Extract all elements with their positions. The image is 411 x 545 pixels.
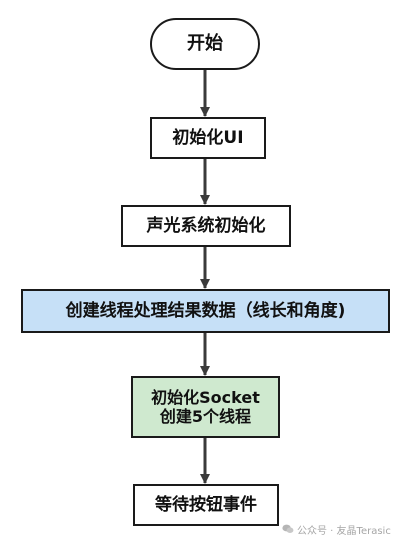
init-socket-step: 初始化Socket 创建5个线程: [131, 376, 280, 438]
watermark: 公众号 · 友晶Terasic: [282, 521, 391, 537]
wechat-icon: [282, 524, 294, 533]
init-ui-label: 初始化UI: [172, 127, 244, 148]
wait-button-event-step: 等待按钮事件: [133, 484, 279, 526]
start-label: 开始: [187, 33, 223, 55]
sound-light-init-step: 声光系统初始化: [121, 205, 291, 247]
watermark-text: 公众号 · 友晶Terasic: [297, 525, 391, 537]
init-ui-step: 初始化UI: [150, 117, 266, 159]
wait-button-event-label: 等待按钮事件: [155, 494, 257, 515]
sound-light-init-label: 声光系统初始化: [146, 215, 266, 236]
init-socket-label-line-1: 初始化Socket: [151, 387, 260, 407]
create-thread-label: 创建线程处理结果数据（线长和角度): [65, 300, 346, 321]
create-thread-step: 创建线程处理结果数据（线长和角度): [21, 289, 390, 333]
init-socket-label-line-2: 创建5个线程: [159, 407, 252, 426]
start-terminator: 开始: [150, 18, 260, 70]
